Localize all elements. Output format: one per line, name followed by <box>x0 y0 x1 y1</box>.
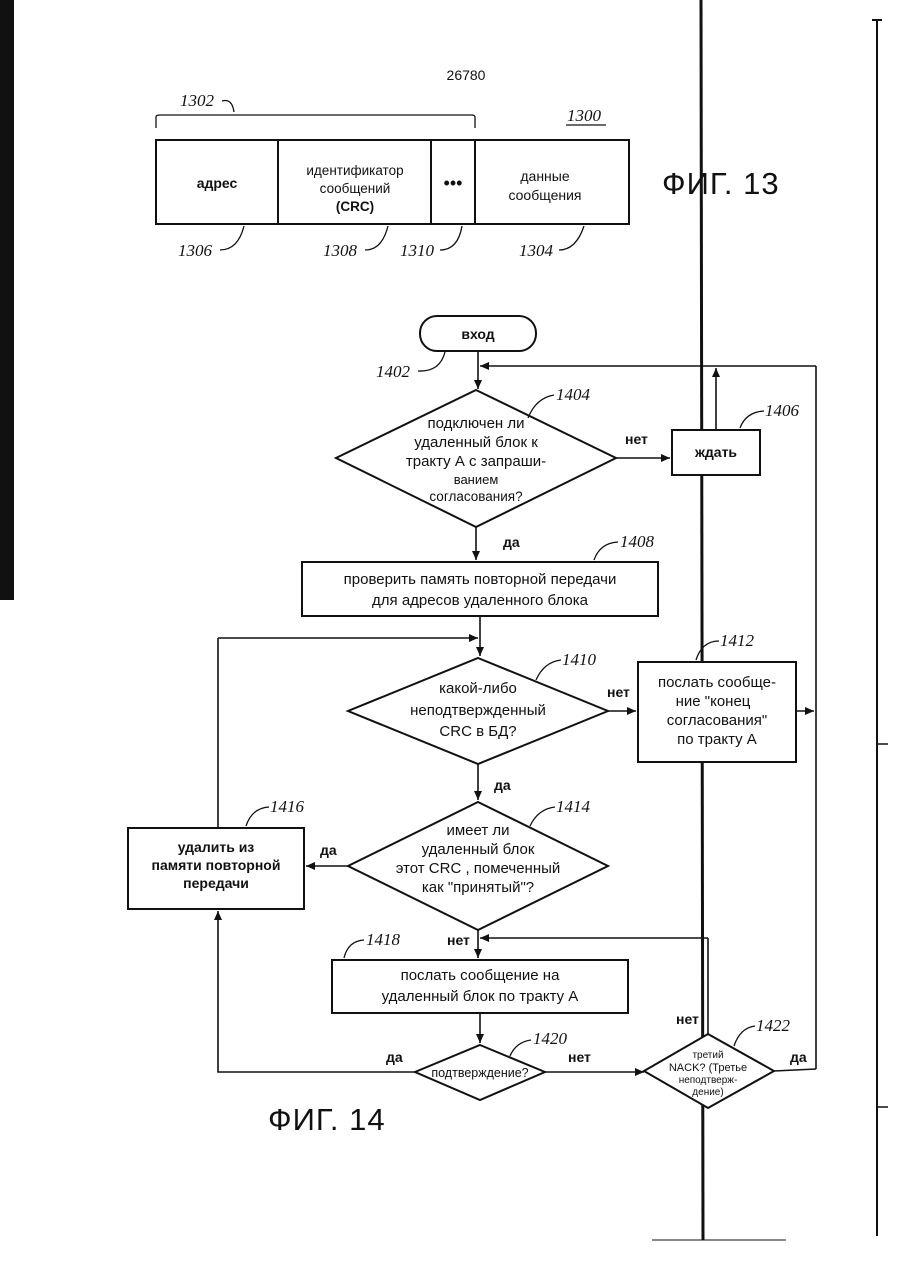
process-1412-line1: послать сообще- <box>658 674 776 691</box>
ref-1406: 1406 <box>765 401 800 420</box>
field-address: адрес <box>197 175 238 191</box>
ref-1422-leader <box>734 1026 755 1046</box>
decision-1410-line3: CRC в БД? <box>439 723 516 740</box>
ref-1302-leader <box>222 100 234 112</box>
edge-1404-yes-label: да <box>503 534 520 550</box>
scan-edge-bar <box>0 0 14 600</box>
ref-1408: 1408 <box>620 532 655 551</box>
ref-1402: 1402 <box>376 362 411 381</box>
ref-1414: 1414 <box>556 797 591 816</box>
field-id-line3: (CRC) <box>336 199 374 214</box>
fig13-packet-diagram: 1302 1300 адрес идентификатор сообщений … <box>156 91 780 260</box>
decision-1404-line1: подключен ли <box>427 415 524 432</box>
ref-1410-leader <box>536 660 561 680</box>
ref-1306: 1306 <box>178 241 213 260</box>
field-dots: ••• <box>444 173 463 193</box>
ref-1420: 1420 <box>533 1029 568 1048</box>
ref-1306-leader <box>220 226 244 250</box>
ref-1402-leader <box>418 352 445 371</box>
ref-1408-leader <box>594 542 618 560</box>
ref-1412: 1412 <box>720 631 755 650</box>
process-1416-line2: памяти повторной <box>152 857 281 873</box>
edge-1414-no-label: нет <box>447 932 470 948</box>
ref-1406-leader <box>740 411 764 428</box>
edge-1410-no-label: нет <box>607 684 630 700</box>
ref-1410: 1410 <box>562 650 597 669</box>
fig14-label: ФИГ. 14 <box>268 1102 386 1137</box>
decision-1404-line4: ванием <box>454 472 499 487</box>
ref-1300: 1300 <box>567 106 602 125</box>
edge-1422-no-label: нет <box>676 1011 699 1027</box>
decision-1422-line4: дение) <box>692 1087 723 1098</box>
header-bracket <box>156 115 475 128</box>
ref-1420-leader <box>510 1040 531 1056</box>
ref-1414-leader <box>530 807 555 826</box>
fig14-flowchart: вход 1402 подключен ли удаленный блок к … <box>128 316 816 1137</box>
process-1412-line4: по тракту А <box>677 731 757 748</box>
ref-1304: 1304 <box>519 241 554 260</box>
decision-1414-line1: имеет ли <box>446 822 509 839</box>
edge-1420-no-label: нет <box>568 1049 591 1065</box>
decision-1414-line3: этот CRC , помеченный <box>396 860 561 877</box>
decision-1410-line2: неподтвержденный <box>410 702 546 719</box>
decision-1410-line1: какой-либо <box>439 680 517 697</box>
field-id-line1: идентификатор <box>306 163 403 178</box>
field-data-line1: данные <box>520 168 569 184</box>
ref-1308: 1308 <box>323 241 358 260</box>
ref-1416: 1416 <box>270 797 305 816</box>
decision-1422-line3: неподтверж- <box>679 1075 738 1086</box>
ref-1310: 1310 <box>400 241 435 260</box>
ref-1412-leader <box>696 641 719 660</box>
process-1416-line1: удалить из <box>178 839 255 855</box>
process-1416-line3: передачи <box>183 875 249 891</box>
edge-1422-yes <box>774 1069 816 1071</box>
field-data-line2: сообщения <box>508 187 581 203</box>
patent-number: 26780 <box>447 67 486 83</box>
decision-1422-line1: третий <box>692 1050 723 1061</box>
process-1408-line2: для адресов удаленного блока <box>372 592 589 609</box>
process-1412-line2: ние "конец <box>676 693 751 710</box>
decision-1404-line5: согласования? <box>429 489 522 504</box>
fig13-label: ФИГ. 13 <box>662 166 780 201</box>
process-1408-line1: проверить память повторной передачи <box>344 571 617 588</box>
edge-1410-yes-label: да <box>494 777 511 793</box>
ref-1404: 1404 <box>556 385 591 404</box>
ref-1422: 1422 <box>756 1016 791 1035</box>
decision-1414-line4: как "принятый"? <box>422 879 534 896</box>
ref-1308-leader <box>365 226 388 250</box>
process-1418-line2: удаленный блок по тракту А <box>382 988 579 1005</box>
decision-1404-line2: удаленный блок к <box>414 434 538 451</box>
process-1412-line3: согласования" <box>667 712 768 729</box>
edge-1420-yes-label: да <box>386 1049 403 1065</box>
start-label: вход <box>461 326 494 342</box>
decision-1404-line3: тракту А с запраши- <box>406 453 546 470</box>
decision-1422-line2: NACK? (Третье <box>669 1062 747 1074</box>
process-1418-line1: послать сообщение на <box>401 967 560 984</box>
ref-1416-leader <box>246 807 269 826</box>
ref-1418-leader <box>344 940 364 958</box>
wait-label: ждать <box>694 444 737 460</box>
decision-1414-line2: удаленный блок <box>422 841 535 858</box>
ref-1304-leader <box>559 226 584 250</box>
edge-1422-yes-label: да <box>790 1049 807 1065</box>
ref-1310-leader <box>440 226 462 250</box>
edge-1404-no-label: нет <box>625 431 648 447</box>
decision-1420-label: подтверждение? <box>431 1066 528 1080</box>
field-id-line2: сообщений <box>320 181 391 196</box>
ref-1302: 1302 <box>180 91 215 110</box>
ref-1404-leader <box>528 395 554 418</box>
edge-1414-yes-label: да <box>320 842 337 858</box>
ref-1418: 1418 <box>366 930 401 949</box>
